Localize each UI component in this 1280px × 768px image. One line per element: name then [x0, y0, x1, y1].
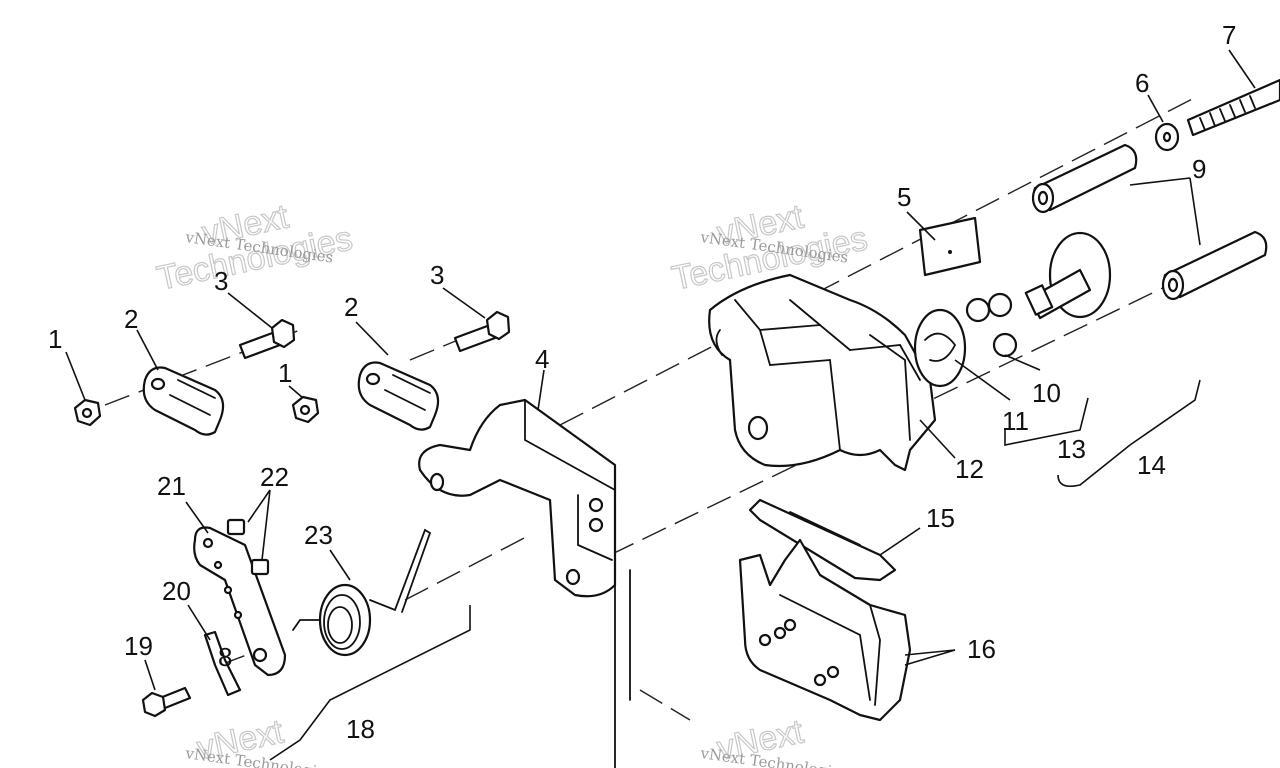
- clevis-part-2-mid: [357, 361, 440, 431]
- bolt-part-19: [141, 686, 192, 718]
- clip-part-20: [203, 630, 242, 697]
- brake-pads-part-16: [738, 538, 912, 722]
- callout-1-left: 1: [48, 324, 62, 354]
- clevis-part-2-left: [142, 366, 225, 436]
- callout-13: 13: [1057, 434, 1086, 464]
- lever-part-21: [193, 526, 287, 677]
- callout-12: 12: [955, 454, 984, 484]
- callout-2-left: 2: [124, 304, 138, 334]
- callout-18: 18: [346, 714, 375, 744]
- sleeve-part-9-upper: [1031, 143, 1138, 214]
- clip-part-5: [918, 216, 982, 277]
- callout-8: 8: [218, 642, 232, 672]
- callout-22: 22: [260, 462, 289, 492]
- callout-9: 9: [1192, 154, 1206, 184]
- watermark-bottom-left: vNext vNext Technologies: [183, 712, 334, 768]
- callout-labels: 1 2 3 3 2 1 4 5 6 7 9 10 11 12 13 14 15 …: [48, 20, 1236, 744]
- sleeve-part-9-lower: [1161, 230, 1268, 301]
- callout-10: 10: [1032, 378, 1061, 408]
- callout-21: 21: [157, 471, 186, 501]
- callout-14: 14: [1137, 450, 1166, 480]
- nut-part-1-left: [73, 398, 102, 427]
- callout-19: 19: [124, 631, 153, 661]
- nut-part-1-mid: [291, 395, 320, 424]
- bolt-part-3-mid: [453, 310, 511, 353]
- callout-3-mid: 3: [430, 260, 444, 290]
- callout-7: 7: [1222, 20, 1236, 50]
- callout-16: 16: [967, 634, 996, 664]
- bolt-part-3-left: [238, 318, 296, 360]
- washer-part-6: [1154, 122, 1180, 152]
- spring-part-23: [292, 528, 432, 657]
- watermark-left: Technologies vNext vNext Technologies: [153, 197, 356, 299]
- callout-5: 5: [897, 182, 911, 212]
- callout-6: 6: [1135, 68, 1149, 98]
- callout-11: 11: [1002, 406, 1029, 436]
- callout-3-left: 3: [214, 266, 228, 296]
- shim-part-15: [748, 498, 897, 582]
- caliper-body-part-12: [708, 273, 937, 472]
- bracket-part-4: [418, 398, 617, 598]
- watermark-bottom-center: vNext vNext Technologies: [698, 712, 849, 768]
- callout-1-mid: 1: [278, 358, 292, 388]
- callout-leaders: [65, 49, 1256, 761]
- actuator-shaft-part-14: [1024, 231, 1112, 320]
- pin-part-7: [1186, 78, 1280, 137]
- balls-part-10: [965, 292, 1018, 358]
- callout-2-mid: 2: [344, 292, 358, 322]
- callout-4: 4: [535, 344, 549, 374]
- spacers-part-22: [226, 518, 270, 576]
- callout-20: 20: [162, 576, 191, 606]
- callout-23: 23: [304, 520, 333, 550]
- watermark-center: Technologies vNext vNext Technologies: [668, 197, 871, 299]
- cam-plate-part-11: [913, 308, 967, 388]
- callout-15: 15: [926, 503, 955, 533]
